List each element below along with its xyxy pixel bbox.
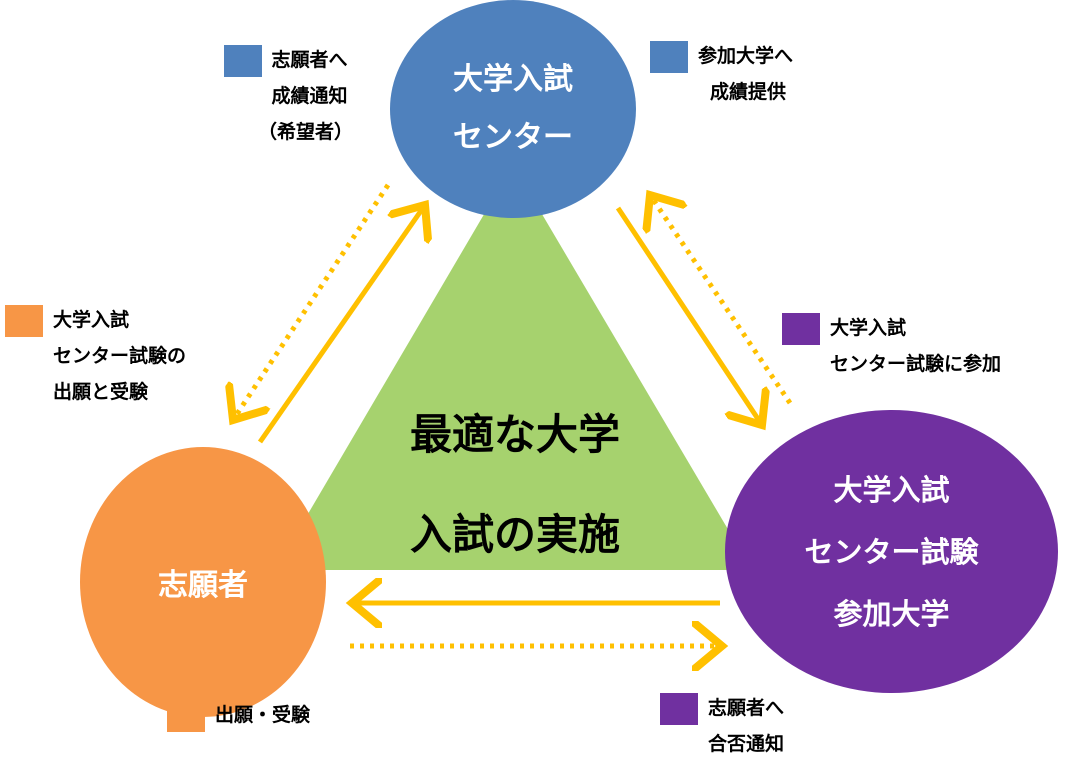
center-message-line2: 入試の実施 xyxy=(409,510,620,559)
label-text: （希望者） xyxy=(258,121,354,143)
label-text: 志願者へ xyxy=(708,697,785,719)
legend-swatch-blue xyxy=(650,40,688,73)
arrow-university-to-center xyxy=(650,195,793,405)
label-text: センター試験に参加 xyxy=(830,353,1002,375)
label-text: 大学入試 xyxy=(830,317,907,339)
label-university-to-applicant: 志願者へ 合否通知 xyxy=(660,690,784,762)
label-center-to-applicant: 志願者へ 成績通知 （希望者） xyxy=(218,42,353,150)
label-text: 成績通知 xyxy=(271,85,348,107)
label-applicant-to-center: 大学入試 センター試験の 出願と受験 xyxy=(5,302,186,410)
label-text: 出願・受験 xyxy=(215,704,311,726)
node-university: 大学入試 センター試験 参加大学 xyxy=(725,410,1058,693)
arrow-center-to-university xyxy=(615,206,762,425)
center-triangle xyxy=(275,165,752,570)
node-applicant: 志願者 xyxy=(80,447,326,717)
legend-swatch-orange xyxy=(5,304,43,337)
label-text: 成績提供 xyxy=(710,81,787,103)
arrow-applicant-to-center xyxy=(257,205,425,444)
node-university-line2: センター試験 xyxy=(804,534,979,569)
arrow-center-to-applicant xyxy=(233,183,391,420)
legend-swatch-blue xyxy=(223,44,262,77)
node-applicant-line1: 志願者 xyxy=(158,568,248,603)
label-university-to-center: 大学入試 センター試験に参加 xyxy=(782,310,1001,382)
label-text: 大学入試 xyxy=(53,309,130,331)
legend-swatch-purple xyxy=(660,692,698,725)
node-university-line3: 参加大学 xyxy=(833,596,950,631)
label-text: 参加大学へ xyxy=(698,45,794,67)
center-message-line1: 最適な大学 xyxy=(409,410,620,459)
node-university-line1: 大学入試 xyxy=(833,472,950,507)
label-applicant-to-university: 出願・受験 xyxy=(167,697,310,733)
label-text: センター試験の xyxy=(53,345,187,367)
label-text: 出願と受験 xyxy=(53,381,149,403)
label-text: 志願者へ xyxy=(271,49,348,71)
node-center-org: 大学入試 センター xyxy=(390,0,636,218)
legend-swatch-orange xyxy=(167,699,205,732)
legend-swatch-purple xyxy=(782,312,820,345)
center-message: 最適な大学 入試の実施 xyxy=(330,385,700,585)
node-center-org-line1: 大学入試 xyxy=(453,62,573,97)
label-center-to-university: 参加大学へ 成績提供 xyxy=(650,38,793,110)
label-text: 合否通知 xyxy=(708,733,785,755)
node-center-org-line2: センター xyxy=(453,120,573,155)
